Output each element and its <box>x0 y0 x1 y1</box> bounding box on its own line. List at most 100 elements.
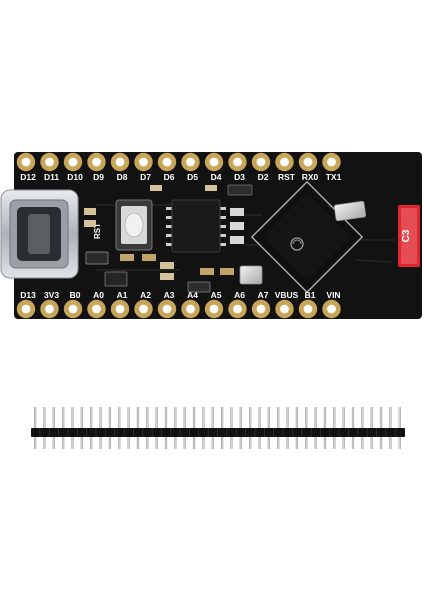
bottom-pin-label: B1 <box>305 290 316 300</box>
top-pad <box>275 152 294 172</box>
header-groove <box>189 428 190 437</box>
bottom-pin-label: VBUS <box>275 290 299 300</box>
usb-serial-chip: · <box>166 199 226 253</box>
top-pad <box>322 152 341 172</box>
top-pin-label: RX0 <box>302 172 319 182</box>
top-pin-label: D9 <box>93 172 104 182</box>
header-groove <box>357 428 359 437</box>
header-groove <box>170 428 172 437</box>
bottom-pad <box>181 299 200 319</box>
top-pad <box>16 152 36 172</box>
header-groove <box>217 428 218 437</box>
top-pin-label: TX1 <box>326 172 342 182</box>
bottom-pad-row <box>16 299 341 319</box>
header-groove <box>58 428 60 437</box>
c3-badge-label: C3 <box>401 229 412 242</box>
header-groove <box>179 428 181 437</box>
top-pad <box>40 152 59 172</box>
header-groove <box>114 428 116 437</box>
header-groove <box>348 428 349 437</box>
top-pin-label: D6 <box>164 172 175 182</box>
header-groove <box>292 428 293 437</box>
esp32-c3-chip <box>250 180 364 294</box>
top-pad-row <box>16 152 341 172</box>
regulator-chips <box>227 184 253 244</box>
top-pin-label: D5 <box>187 172 198 182</box>
header-groove <box>376 428 377 437</box>
bottom-pin-label: A0 <box>93 290 104 300</box>
top-pin-label: D8 <box>117 172 128 182</box>
top-pad <box>204 152 224 172</box>
bottom-pad <box>157 299 177 319</box>
header-groove <box>329 428 331 437</box>
header-groove <box>282 428 284 437</box>
header-groove <box>76 428 78 437</box>
top-pin-label: D7 <box>140 172 151 182</box>
top-pin-label: D10 <box>67 172 83 182</box>
header-groove <box>338 428 340 437</box>
header-grooves <box>39 428 396 437</box>
header-groove <box>142 428 144 437</box>
antenna-crystal <box>333 200 367 222</box>
header-groove <box>245 428 247 437</box>
bottom-pin-label: A2 <box>140 290 151 300</box>
bottom-pin-label: A3 <box>164 290 175 300</box>
pin-header <box>31 407 405 449</box>
bottom-pad <box>110 299 130 319</box>
top-pad <box>157 152 177 172</box>
bottom-pad <box>134 299 153 319</box>
bottom-pin-label: A7 <box>258 290 269 300</box>
bottom-pad <box>251 299 271 319</box>
c3-badge: C3 <box>398 205 420 267</box>
header-groove <box>133 428 134 437</box>
top-pad <box>251 152 271 172</box>
header-groove <box>263 428 265 437</box>
top-pad <box>181 152 200 172</box>
header-groove <box>95 428 97 437</box>
smd-components <box>84 185 234 293</box>
bottom-pin-label: B0 <box>70 290 81 300</box>
reset-silkscreen-label: RST <box>93 223 102 239</box>
top-pin-label: D3 <box>234 172 245 182</box>
header-groove <box>254 428 256 437</box>
top-pad <box>298 152 318 172</box>
top-pad <box>134 152 153 172</box>
header-groove <box>67 428 69 437</box>
header-groove <box>366 428 368 437</box>
header-groove <box>226 428 228 437</box>
header-groove <box>105 428 106 437</box>
header-groove <box>273 428 275 437</box>
bottom-pad <box>275 299 294 319</box>
header-groove <box>207 428 209 437</box>
header-groove <box>385 428 387 437</box>
header-groove <box>48 428 50 437</box>
header-groove <box>301 428 303 437</box>
header-groove <box>394 428 396 437</box>
header-groove <box>161 428 162 437</box>
bottom-pin-label: A6 <box>234 290 245 300</box>
top-pad <box>110 152 130 172</box>
header-groove <box>320 428 321 437</box>
bottom-pin-label: A5 <box>211 290 222 300</box>
top-pad <box>87 152 106 172</box>
usb-c-connector <box>0 189 79 279</box>
header-groove <box>151 428 153 437</box>
bottom-pad <box>228 299 247 319</box>
bottom-pad <box>204 299 224 319</box>
bottom-pad <box>87 299 106 319</box>
bottom-pin-label: VIN <box>326 290 340 300</box>
crystal-oscillator <box>239 265 263 285</box>
header-groove <box>123 428 125 437</box>
chip-marking: · <box>192 225 197 226</box>
bottom-pad <box>40 299 59 319</box>
bottom-pad <box>63 299 83 319</box>
bottom-pad <box>298 299 318 319</box>
reset-button <box>115 199 153 251</box>
top-pin-label: D2 <box>258 172 269 182</box>
top-pin-label: D11 <box>44 172 59 182</box>
top-pad <box>63 152 83 172</box>
